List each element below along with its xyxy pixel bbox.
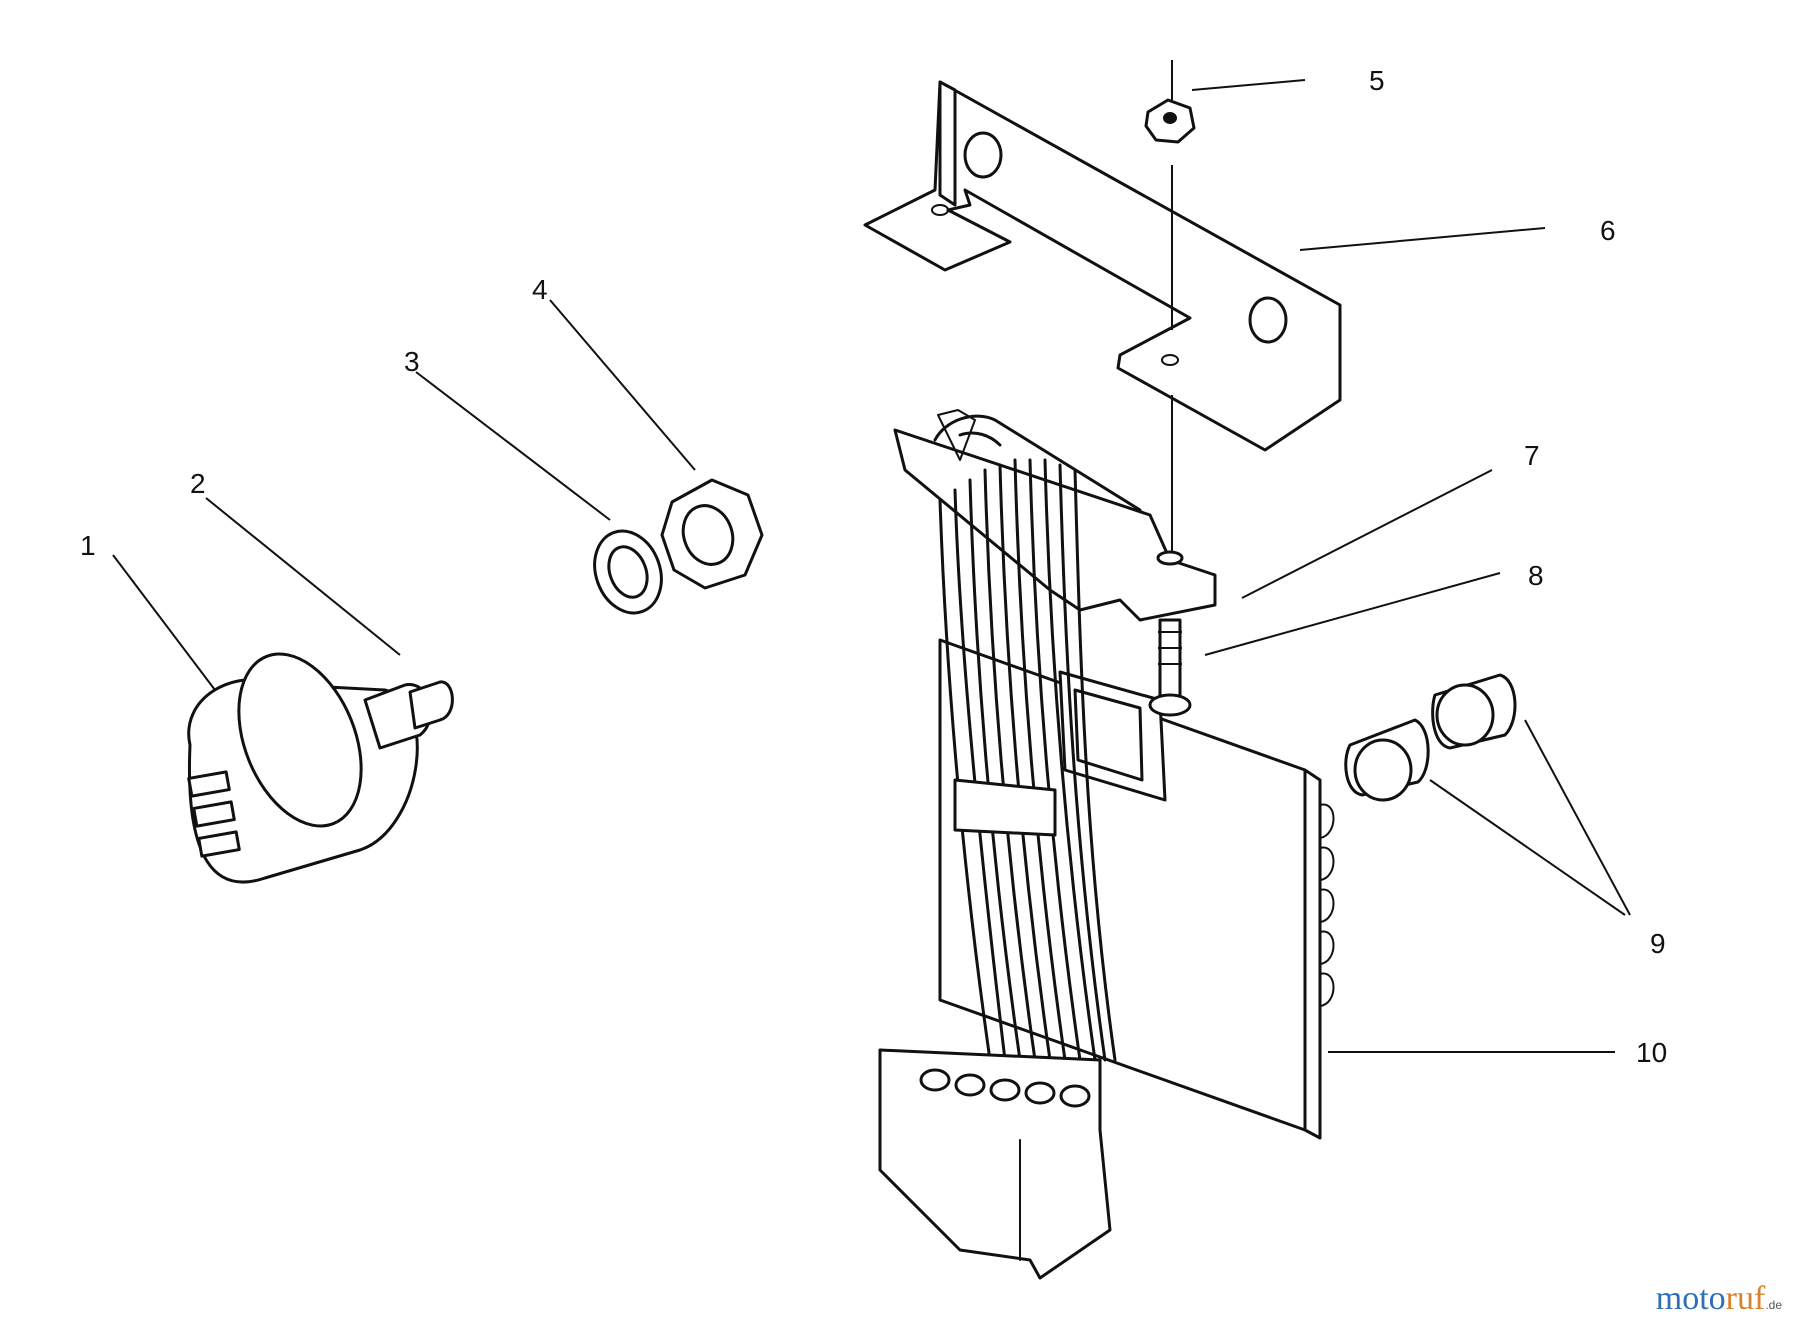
watermark-text-b: ruf <box>1725 1280 1766 1317</box>
callout-6: 6 <box>1600 215 1616 246</box>
watermark-text-a: moto <box>1655 1280 1726 1317</box>
callout-5: 5 <box>1369 65 1385 96</box>
nut <box>660 478 764 590</box>
watermark-logo: motoruf.de <box>1656 1280 1782 1318</box>
leader-lines <box>112 79 1631 1053</box>
callout-10: 10 <box>1636 1037 1668 1068</box>
callout-3: 3 <box>404 346 420 377</box>
callout-4: 4 <box>532 274 548 305</box>
top-nut <box>1144 98 1196 144</box>
grommets <box>1344 673 1517 802</box>
callout-2: 2 <box>190 468 206 499</box>
callout-9: 9 <box>1650 928 1666 959</box>
watermark-tld: .de <box>1765 1298 1782 1312</box>
mounting-pin <box>1148 550 1192 717</box>
callout-7: 7 <box>1524 440 1540 471</box>
wire-harness <box>878 409 1217 1280</box>
callout-8: 8 <box>1528 560 1544 591</box>
ignition-switch <box>187 652 454 884</box>
bracket <box>863 80 1342 452</box>
washer <box>593 529 663 615</box>
callout-1: 1 <box>80 530 96 561</box>
